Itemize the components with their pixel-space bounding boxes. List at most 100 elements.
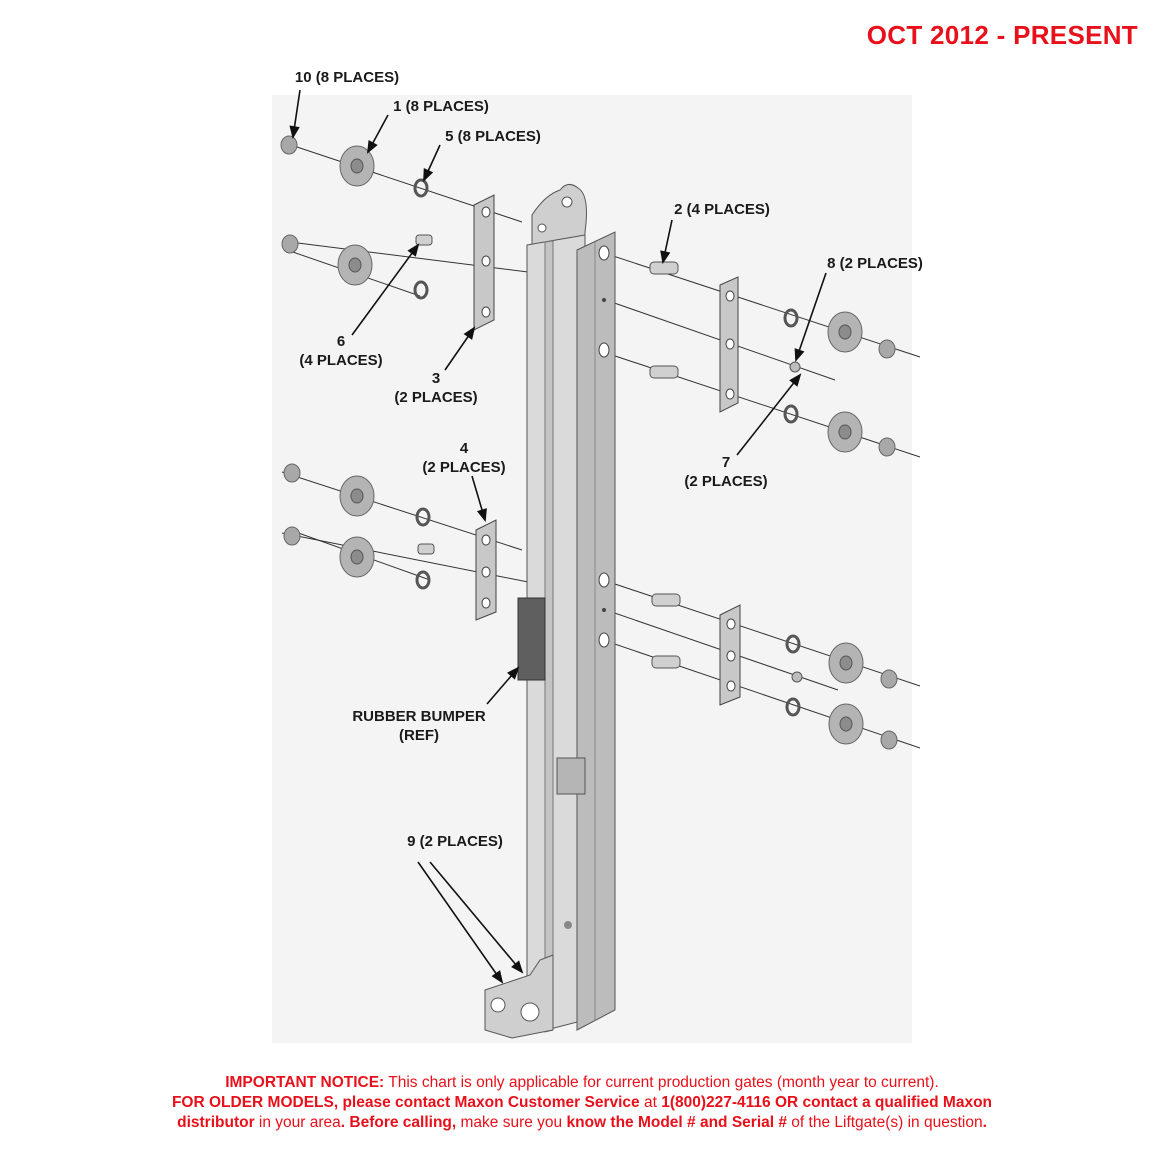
- arrowhead: [491, 970, 504, 984]
- arrowhead: [366, 140, 378, 154]
- notice-text: make sure you: [456, 1114, 567, 1131]
- callout-qty: (2 PLACES): [684, 473, 768, 490]
- roller-hub: [838, 324, 852, 340]
- retaining-cap: [880, 730, 898, 750]
- roller-hub: [839, 655, 853, 671]
- notice-phone: 1(800)227-4116 OR contact a qualified Ma…: [661, 1094, 993, 1111]
- washer: [783, 308, 799, 328]
- callout-item-10: 10 (8 PLACES): [294, 69, 400, 86]
- roller-pin: [649, 261, 679, 275]
- flange-hole: [598, 342, 610, 358]
- arrowhead: [463, 326, 476, 340]
- leader-line: [417, 861, 503, 983]
- washer: [785, 634, 801, 654]
- notice-text: FOR OLDER MODELS, please contact Maxon C…: [171, 1094, 640, 1111]
- roller-hub: [839, 716, 853, 732]
- plate-hole: [481, 306, 491, 318]
- callout-item-7: 7 (2 PLACES): [684, 453, 767, 491]
- washer: [415, 570, 431, 590]
- callout-rubber-bumper: RUBBER BUMPER (REF): [352, 707, 485, 745]
- callout-item-5: 5 (8 PLACES): [445, 128, 541, 145]
- leader-line: [795, 272, 827, 361]
- washer: [415, 507, 431, 527]
- notice-text: distributor: [177, 1114, 255, 1131]
- arrowhead: [423, 168, 434, 182]
- plate-hole: [726, 650, 736, 662]
- plate-hole: [481, 255, 491, 267]
- callout-item-8: 8 (2 PLACES): [827, 255, 923, 272]
- notice-text: This chart is only applicable for curren…: [384, 1074, 939, 1091]
- arrowhead: [789, 373, 802, 387]
- retaining-cap: [283, 463, 301, 483]
- retaining-cap: [878, 339, 896, 359]
- callout-item-9: 9 (2 PLACES): [407, 833, 503, 850]
- retaining-cap: [880, 669, 898, 689]
- plate-hole: [481, 206, 491, 218]
- arrowhead: [289, 125, 300, 140]
- roller-hub: [350, 488, 364, 504]
- plate-hole: [725, 388, 735, 400]
- notice-text: of the Liftgate(s) in question: [786, 1114, 983, 1131]
- retaining-cap: [878, 437, 896, 457]
- pin-6: [415, 234, 433, 246]
- callout-number: 4: [459, 440, 469, 457]
- roller-pin: [651, 593, 681, 607]
- callout-qty: (2 PLACES): [422, 459, 506, 476]
- leader-line: [736, 374, 801, 456]
- leader-line: [429, 861, 523, 973]
- nut-8: [791, 671, 803, 683]
- arrowhead: [660, 250, 671, 265]
- washer: [785, 697, 801, 717]
- plate-hole: [725, 338, 735, 350]
- plate-hole: [726, 618, 736, 630]
- plate-hole: [726, 680, 736, 692]
- retaining-cap: [281, 234, 299, 254]
- center-axis-line: [594, 249, 921, 358]
- flange-hole: [598, 632, 610, 648]
- notice-text: .: [982, 1114, 987, 1131]
- flange-hole: [598, 245, 610, 261]
- date-range-title: OCT 2012 - PRESENT: [866, 20, 1138, 50]
- arrowhead: [794, 348, 805, 363]
- retaining-cap: [280, 135, 298, 155]
- plate-hole: [481, 534, 491, 546]
- notice-text: . Before calling,: [340, 1114, 457, 1131]
- callout-item-3: 3 (2 PLACES): [394, 369, 477, 407]
- notice-text: know the Model # and Serial #: [566, 1114, 787, 1131]
- post-block: [556, 757, 586, 795]
- roller-pin: [651, 655, 681, 669]
- washer: [783, 404, 799, 424]
- roller-hub: [350, 549, 364, 565]
- plate-hole: [481, 566, 491, 578]
- flange-hole: [598, 572, 610, 588]
- roller-hub: [348, 257, 362, 273]
- flange-hole: [602, 298, 606, 302]
- callout-number: 7: [721, 454, 731, 471]
- callout-ref: (REF): [399, 727, 439, 744]
- center-axis-line: [596, 577, 921, 687]
- retaining-cap: [283, 526, 301, 546]
- callout-qty: (2 PLACES): [394, 389, 478, 406]
- roller-hub: [838, 424, 852, 440]
- arrowhead: [407, 243, 420, 257]
- washer: [413, 280, 429, 300]
- roller-pin: [649, 365, 679, 379]
- notice-text: at: [639, 1094, 662, 1111]
- notice-text: in your area: [254, 1114, 341, 1131]
- callout-item-2: 2 (4 PLACES): [674, 201, 770, 218]
- callout-number: 3: [431, 370, 441, 387]
- arrowhead: [511, 960, 524, 974]
- callout-item-4: 4 (2 PLACES): [422, 439, 505, 477]
- plate-hole: [725, 290, 735, 302]
- washer: [413, 178, 429, 198]
- callout-name: RUBBER BUMPER: [352, 708, 486, 725]
- gate-post: [484, 184, 616, 1039]
- callout-qty: (4 PLACES): [299, 352, 383, 369]
- center-axis-line: [596, 637, 921, 749]
- arrowhead: [476, 508, 487, 523]
- roller-hub: [350, 158, 364, 174]
- plate-hole: [481, 597, 491, 609]
- nut-8: [789, 361, 801, 373]
- arrowhead: [507, 666, 520, 680]
